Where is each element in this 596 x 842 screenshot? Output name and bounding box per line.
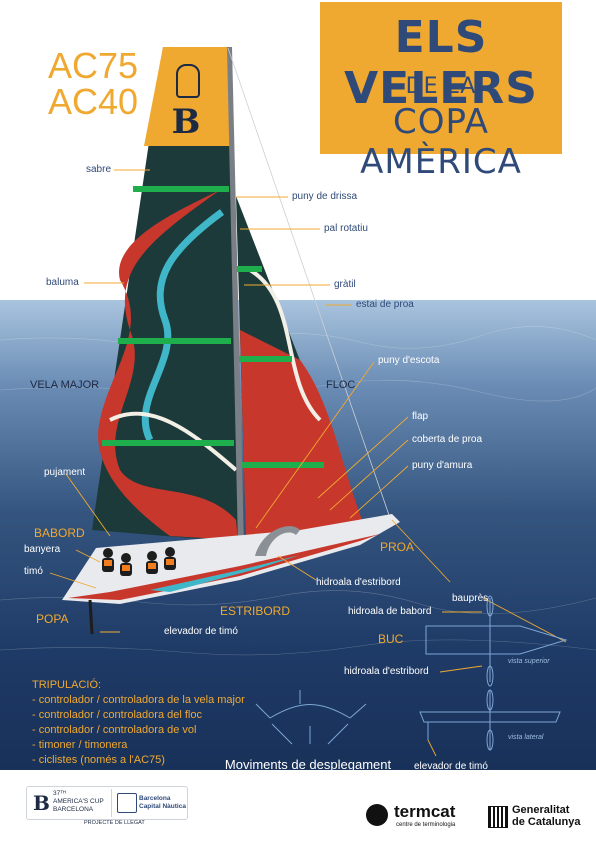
mainsail-white-swoosh <box>109 411 238 472</box>
label-popa: POPA <box>36 612 69 626</box>
generalitat-logo: Generalitat de Catalunya <box>488 804 588 830</box>
label-coberta-proa: coberta de proa <box>412 434 483 445</box>
label-estribord: ESTRIBORD <box>220 604 291 618</box>
mainsail <box>92 47 240 542</box>
label-pal-rotatiu: pal rotatiu <box>324 223 368 234</box>
foil-deployment-caption: Moviments de desplegament de les hidroal… <box>208 756 408 792</box>
label-vista-superior: vista superior <box>508 658 550 665</box>
hull-cyan-stripe <box>150 555 300 592</box>
title-line-1: ELS VELERS <box>344 12 538 114</box>
jib-red <box>240 330 362 540</box>
label-vela-major: VELA MAJOR <box>30 379 100 391</box>
label-gratil: gràtil <box>334 279 356 290</box>
crew-item: - controlador / controladora de la vela … <box>32 694 245 706</box>
forestay <box>227 47 391 519</box>
termcat-icon <box>366 804 388 826</box>
rudder <box>88 599 94 635</box>
jib-stripes <box>236 266 324 468</box>
crew-item: - controlador / controladora del floc <box>32 709 202 721</box>
crew-item: - ciclistes (només a l'AC75) <box>32 754 165 766</box>
label-hidroala-babord: hidroala de babord <box>348 606 432 617</box>
label-hidroala-estribord: hidroala d'estribord <box>316 577 401 588</box>
model-ac40: AC40 <box>48 81 139 122</box>
mainsail-cyan-swoosh <box>141 209 225 442</box>
termcat-sub: centre de terminologia <box>396 822 456 828</box>
label-buc: BUC <box>378 632 404 646</box>
mainsail-stripes <box>102 186 234 446</box>
generalitat-line-2: de Catalunya <box>512 816 581 828</box>
hull-side-view <box>419 689 561 751</box>
hull <box>62 514 400 604</box>
foil-deployment-front-view <box>255 690 367 745</box>
title-line-2: DE LA <box>405 74 477 99</box>
label-proa: PROA <box>380 540 415 554</box>
generalitat-line-1: Generalitat <box>512 804 570 816</box>
crew-heading: TRIPULACIÓ: <box>32 679 102 691</box>
ac-name: AMERICA'S CUP <box>53 798 104 805</box>
caption-line-2: de les hidroales <box>262 775 354 790</box>
rotating-mast <box>227 47 244 546</box>
label-baupres: bauprès <box>452 593 489 604</box>
caption-line-1: Moviments de desplegament <box>224 757 392 772</box>
label-floc: FLOC <box>326 379 356 391</box>
bcn-line-2: Capital Nàutica <box>139 803 186 810</box>
crew-vests <box>104 559 174 571</box>
label-flap: flap <box>412 411 429 422</box>
four-bars-icon <box>488 806 508 828</box>
label-sabre: sabre <box>86 164 112 175</box>
leader-lines <box>49 169 567 757</box>
crew-item: - controlador / controladora de vol <box>32 724 197 736</box>
bcn-icon <box>117 793 137 813</box>
starboard-foil-arm <box>255 526 300 556</box>
cup-logo-icon: B <box>168 58 204 142</box>
hull-top-view <box>425 595 568 687</box>
model-ac75: AC75 <box>48 45 139 86</box>
ac-city: BARCELONA <box>53 806 94 813</box>
label-elevador-timo-2: elevador de timó <box>414 761 488 772</box>
mainsail-red-swoosh <box>98 190 238 540</box>
label-banyera: banyera <box>24 544 61 555</box>
ac-number: 37ᵀᴴ <box>53 790 66 797</box>
cup-b-icon: B <box>33 791 50 815</box>
label-hidroala-estribord-2: hidroala d'estribord <box>344 666 429 677</box>
label-estai-proa: estai de proa <box>356 299 414 310</box>
americas-cup-logo: B 37ᵀᴴ AMERICA'S CUP BARCELONA Barcelona… <box>26 786 188 820</box>
label-baluma: baluma <box>46 277 79 288</box>
label-pujament: pujament <box>44 467 86 478</box>
bcn-line-1: Barcelona <box>139 795 171 802</box>
label-puny-escota: puny d'escota <box>378 355 440 366</box>
label-puny-amura: puny d'amura <box>412 460 473 471</box>
title-line-3: COPA AMÈRICA <box>360 102 522 182</box>
crew-item: - timoner / timonera <box>32 739 128 751</box>
crew-list: TRIPULACIÓ: - controlador / controladora… <box>32 678 245 768</box>
label-timo: timó <box>24 566 43 577</box>
legacy-project-label: PROJECTE DE LLEGAT <box>84 820 145 826</box>
title-box: ELS VELERS DE LA COPA AMÈRICA <box>320 2 562 182</box>
termcat-logo: termcat centre de terminologia <box>366 802 486 830</box>
label-vista-lateral: vista lateral <box>508 734 544 741</box>
jib-white-swoosh <box>248 268 322 422</box>
label-babord: BABORD <box>34 526 85 540</box>
label-elevador-timo: elevador de timó <box>164 626 238 637</box>
label-puny-drissa: puny de drissa <box>292 191 358 202</box>
termcat-name: termcat <box>394 802 456 821</box>
